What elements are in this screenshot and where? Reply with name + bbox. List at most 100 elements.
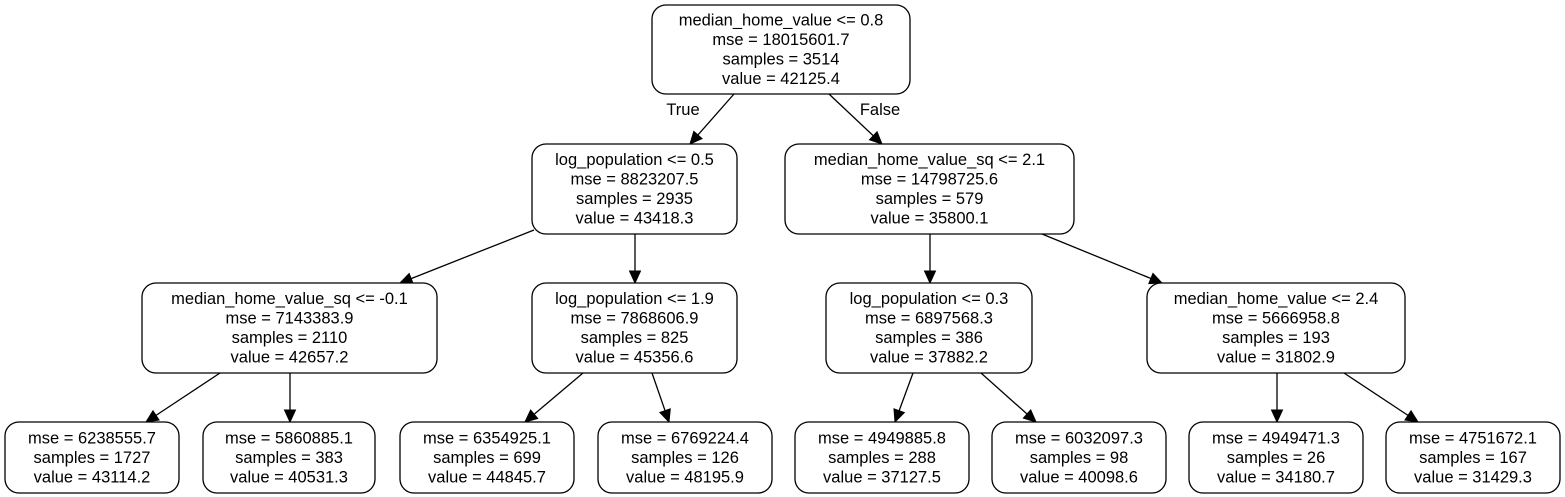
node-text-line: mse = 7143383.9 bbox=[226, 310, 354, 328]
edges-layer bbox=[144, 93, 1420, 424]
edge-labels-layer: True False bbox=[666, 101, 900, 119]
arrowhead bbox=[689, 130, 703, 145]
edge-n1-n3 bbox=[398, 229, 535, 285]
node-text-line: mse = 7868606.9 bbox=[571, 310, 699, 328]
edge-n1-n4 bbox=[628, 234, 642, 285]
edge-line bbox=[533, 372, 584, 415]
edge-n5-n11 bbox=[893, 372, 914, 424]
edge-n4-n9 bbox=[524, 372, 584, 423]
tree-node-n4: log_population <= 1.9 mse = 7868606.9samp… bbox=[531, 282, 738, 374]
node-box bbox=[141, 282, 438, 374]
node-text-line: value = 42657.2 bbox=[231, 349, 349, 367]
node-text-line: log_population <= 0.5 bbox=[555, 151, 714, 169]
edge-n5-n12 bbox=[980, 372, 1037, 423]
node-text-line: value = 31429.3 bbox=[1414, 468, 1532, 486]
node-box bbox=[651, 4, 911, 95]
node-text-line: value = 34180.7 bbox=[1217, 468, 1335, 486]
node-text-line: value = 42125.4 bbox=[722, 70, 840, 88]
node-text-line: value = 44845.7 bbox=[428, 468, 546, 486]
node-text-line: samples = 126 bbox=[631, 449, 739, 467]
node-text-line: mse = 14798725.6 bbox=[861, 171, 998, 189]
node-box bbox=[4, 421, 180, 494]
node-text-line: value = 31802.9 bbox=[1217, 349, 1335, 367]
node-text-line: mse = 6897568.3 bbox=[865, 310, 993, 328]
node-text-line: log_population <= 1.9 bbox=[555, 290, 714, 308]
node-text-line: samples = 825 bbox=[581, 329, 689, 347]
arrowhead bbox=[628, 270, 642, 285]
edge-n0-n2 bbox=[828, 93, 883, 145]
node-text-line: log_population <= 0.3 bbox=[850, 290, 1009, 308]
edge-line bbox=[898, 372, 914, 411]
node-text-line: mse = 6769224.4 bbox=[621, 429, 749, 447]
node-text-line: mse = 6354925.1 bbox=[423, 429, 551, 447]
edge-line bbox=[828, 93, 874, 137]
edge-line bbox=[697, 93, 735, 136]
node-text-line: mse = 5860885.1 bbox=[225, 429, 353, 447]
node-box bbox=[531, 282, 738, 374]
node-text-line: value = 40098.6 bbox=[1020, 468, 1138, 486]
arrowhead bbox=[1148, 272, 1164, 285]
edge-label-false: False bbox=[860, 101, 900, 119]
node-box bbox=[1188, 421, 1364, 494]
node-text-line: mse = 5666958.8 bbox=[1212, 310, 1340, 328]
node-text-line: samples = 1727 bbox=[34, 449, 151, 467]
edge-line bbox=[1041, 233, 1152, 280]
node-text-line: samples = 699 bbox=[433, 449, 541, 467]
edge-n3-n8 bbox=[283, 373, 297, 424]
edge-label-true: True bbox=[666, 101, 699, 119]
node-text-line: value = 37127.5 bbox=[823, 468, 941, 486]
node-box bbox=[531, 143, 738, 235]
edge-n3-n7 bbox=[144, 372, 221, 423]
edge-n2-n5 bbox=[923, 234, 937, 285]
node-box bbox=[784, 143, 1075, 235]
node-text-line: samples = 383 bbox=[235, 449, 343, 467]
node-text-line: median_home_value_sq <= 2.1 bbox=[814, 151, 1045, 169]
node-box bbox=[794, 421, 970, 494]
tree-node-n3: median_home_value_sq <= -0.1 mse = 714338… bbox=[141, 282, 438, 374]
node-box bbox=[399, 421, 575, 494]
arrowhead bbox=[398, 272, 414, 285]
node-text-line: samples = 193 bbox=[1222, 329, 1330, 347]
node-text-line: samples = 579 bbox=[876, 190, 984, 208]
node-text-line: value = 37882.2 bbox=[870, 349, 988, 367]
node-text-line: value = 43418.3 bbox=[576, 210, 694, 228]
node-text-line: samples = 26 bbox=[1227, 449, 1326, 467]
node-box bbox=[1385, 421, 1561, 494]
node-text-line: value = 43114.2 bbox=[34, 468, 151, 486]
node-text-line: samples = 2935 bbox=[576, 190, 693, 208]
node-text-line: samples = 386 bbox=[875, 329, 983, 347]
tree-node-n2: median_home_value_sq <= 2.1 mse = 1479872… bbox=[784, 143, 1075, 235]
node-box bbox=[1146, 282, 1406, 374]
node-text-line: samples = 288 bbox=[828, 449, 936, 467]
node-text-line: mse = 4751672.1 bbox=[1409, 429, 1537, 447]
arrowhead bbox=[1404, 409, 1420, 423]
arrowhead bbox=[893, 408, 906, 424]
node-text-line: samples = 2110 bbox=[232, 329, 348, 347]
edge-n4-n10 bbox=[651, 372, 671, 424]
node-text-line: mse = 6032097.3 bbox=[1015, 429, 1143, 447]
arrowhead bbox=[1022, 408, 1037, 423]
edge-n2-n6 bbox=[1041, 233, 1164, 285]
node-box bbox=[825, 282, 1033, 374]
node-text-line: samples = 3514 bbox=[723, 51, 840, 69]
node-text-line: samples = 167 bbox=[1419, 449, 1527, 467]
edge-line bbox=[1343, 372, 1409, 416]
node-text-line: median_home_value <= 0.8 bbox=[679, 12, 884, 30]
edge-line bbox=[651, 372, 666, 411]
node-text-line: value = 40531.3 bbox=[230, 468, 348, 486]
arrowhead bbox=[658, 408, 671, 424]
edge-line bbox=[410, 229, 535, 280]
node-text-line: mse = 4949471.3 bbox=[1212, 429, 1340, 447]
node-text-line: value = 45356.6 bbox=[576, 349, 694, 367]
node-text-line: median_home_value <= 2.4 bbox=[1174, 290, 1379, 308]
node-text-line: median_home_value_sq <= -0.1 bbox=[171, 290, 408, 308]
node-text-line: samples = 98 bbox=[1030, 449, 1129, 467]
